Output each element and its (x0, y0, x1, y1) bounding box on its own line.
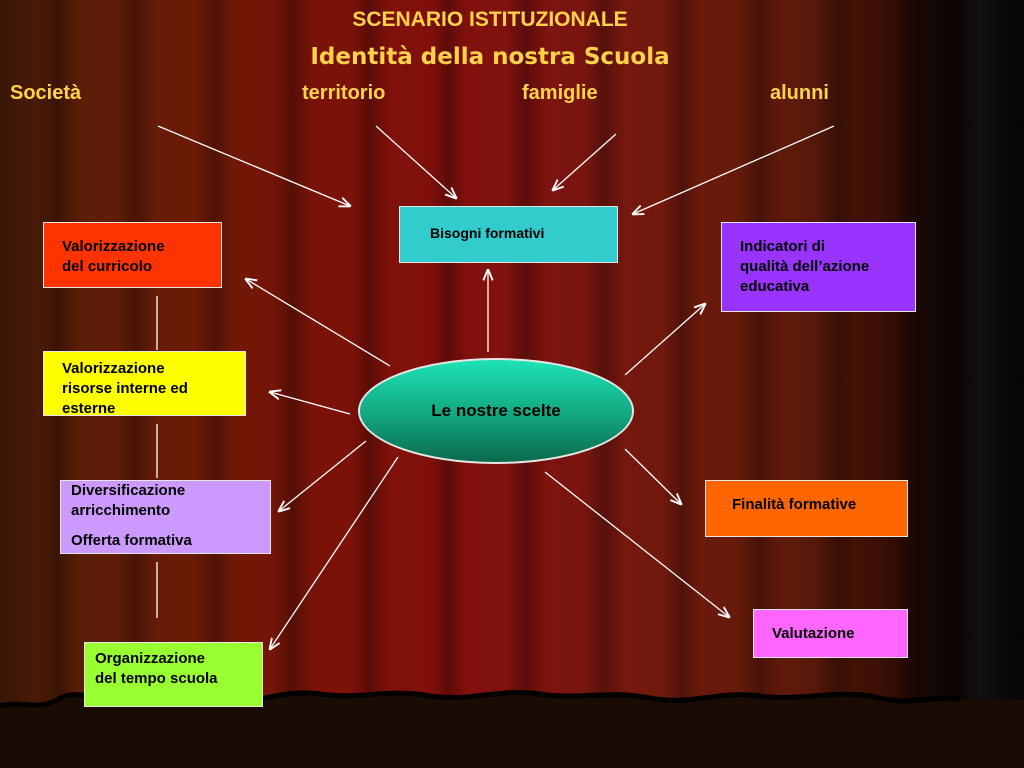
box-valorizzazione-curricolo: Valorizzazione del curricolo (43, 222, 222, 288)
box-curricolo-line-2: del curricolo (62, 258, 153, 275)
box-finalita-label: Finalità formative (732, 496, 857, 513)
box-diversificazione-line-2: arricchimento (71, 502, 171, 519)
arrow-societa-to-bisogni (157, 125, 350, 206)
box-curricolo-line-1: Valorizzazione (62, 238, 165, 255)
box-bisogni-label: Bisogni formativi (430, 225, 545, 241)
page-title: SCENARIO ISTITUZIONALE (352, 8, 628, 31)
arrow-center-to-valutazione (544, 471, 729, 617)
arrow-center-to-finalita (624, 448, 681, 504)
label-societa: Società (10, 82, 82, 104)
box-finalita-formative: Finalità formative (705, 480, 908, 537)
box-valorizzazione-risorse: Valorizzazione risorse interne ed estern… (43, 351, 246, 417)
arrow-center-to-risorse (270, 392, 351, 415)
box-indicatori-line-1: Indicatori di (740, 238, 826, 255)
arrow-center-to-indicatori (624, 304, 705, 376)
center-label: Le nostre scelte (431, 401, 561, 420)
box-risorse-line-2: risorse interne ed (62, 380, 188, 397)
label-territorio: territorio (302, 82, 386, 104)
arrow-territorio-to-bisogni (375, 125, 456, 198)
label-famiglie: famiglie (522, 82, 598, 104)
box-risorse-line-3: esterne (62, 400, 116, 417)
box-organizzazione-tempo: Organizzazione del tempo scuola (84, 642, 263, 707)
box-bisogni-formativi: Bisogni formativi (399, 206, 618, 263)
page-subtitle: Identità della nostra Scuola (310, 44, 670, 70)
box-risorse-line-1: Valorizzazione (62, 360, 165, 377)
box-organizzazione-line-1: Organizzazione (95, 650, 206, 667)
box-indicatori-qualita: Indicatori di qualità dell’azione educat… (721, 222, 916, 312)
box-diversificazione-line-3: Offerta formativa (71, 532, 192, 549)
box-indicatori-line-2: qualità dell’azione (740, 258, 870, 275)
arrow-alunni-to-bisogni (633, 125, 835, 214)
box-diversificazione-offerta: Diversificazione arricchimento Offerta f… (60, 480, 271, 554)
arrow-center-to-curricolo (246, 279, 391, 367)
box-diversificazione-line-1: Diversificazione (71, 482, 186, 499)
curtain-right-dark-drape (930, 0, 1024, 768)
arrow-center-to-organizzazione (270, 456, 399, 649)
arrow-center-to-diversificazione (279, 440, 367, 511)
arrow-famiglie-to-bisogni (553, 133, 617, 190)
center-ellipse-le-nostre-scelte: Le nostre scelte (358, 358, 634, 464)
box-valutazione-label: Valutazione (772, 625, 855, 642)
box-valutazione: Valutazione (753, 609, 908, 658)
box-indicatori-line-3: educativa (740, 278, 810, 295)
stage-floor-shape (0, 692, 1024, 768)
label-alunni: alunni (770, 82, 829, 104)
box-organizzazione-line-2: del tempo scuola (95, 670, 218, 687)
